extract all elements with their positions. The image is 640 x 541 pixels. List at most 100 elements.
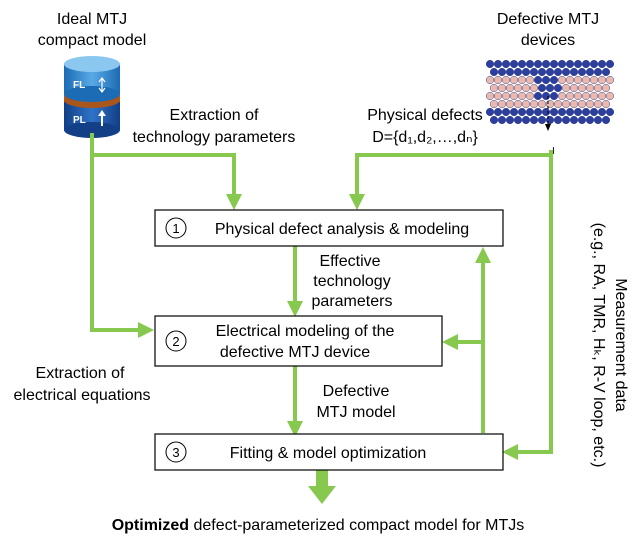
lattice-atom [578, 115, 587, 124]
lattice-atom [602, 99, 611, 108]
lattice-atom [562, 99, 571, 108]
lattice-atom [502, 60, 511, 69]
lattice-atom [570, 99, 579, 108]
svg-text:Measurement data: Measurement data [612, 278, 629, 412]
svg-text:compact model: compact model [38, 32, 147, 49]
lattice-atom [518, 91, 527, 100]
lattice-atom [534, 91, 543, 100]
lattice-atom [510, 107, 519, 116]
lattice-atom [538, 99, 547, 108]
box-fitting-optimization: 3 Fitting & model optimization [154, 433, 504, 471]
lattice-atom [574, 91, 583, 100]
lattice-atom [550, 91, 559, 100]
lattice-atom [554, 67, 563, 76]
lattice-atom [502, 75, 511, 84]
lattice-atom [522, 99, 531, 108]
lattice-atom [510, 60, 519, 69]
lattice-atom [490, 83, 499, 92]
lattice-atom [510, 91, 519, 100]
ideal-mtj-title: Ideal MTJ compact model [38, 11, 147, 49]
lattice-atom [514, 83, 523, 92]
effective-params-label: Effective technology parameters [312, 253, 393, 310]
svg-text:electrical equations: electrical equations [14, 387, 151, 404]
lattice-atom [550, 107, 559, 116]
lattice-atom [594, 115, 603, 124]
lattice-atom [574, 60, 583, 69]
lattice-atom [562, 83, 571, 92]
lattice-atom [606, 60, 615, 69]
lattice-atom [534, 60, 543, 69]
lattice-atom [582, 107, 591, 116]
lattice-atom [502, 91, 511, 100]
svg-text:technology: technology [313, 273, 390, 290]
measurement-data-label: Measurement data (e.g., RA, TMR, Hₖ, R-V… [590, 223, 629, 468]
lattice-atom [506, 99, 515, 108]
lattice-atom [586, 115, 595, 124]
lattice-atom [554, 99, 563, 108]
lattice-atom [606, 91, 615, 100]
lattice-atom [518, 75, 527, 84]
lattice-atom [498, 115, 507, 124]
svg-text:Physical defects: Physical defects [367, 107, 483, 124]
lattice-atom [550, 75, 559, 84]
lattice-atom [598, 75, 607, 84]
lattice-atom [566, 91, 575, 100]
lattice-atom [582, 75, 591, 84]
svg-text:Extraction of: Extraction of [36, 365, 125, 382]
lattice-atom [558, 107, 567, 116]
lattice-atom [570, 67, 579, 76]
lattice-atom [526, 91, 535, 100]
fl-label: FL [73, 80, 85, 91]
lattice-atom [546, 83, 555, 92]
lattice-atom [606, 75, 615, 84]
lattice-atom [506, 115, 515, 124]
output-arrow [308, 470, 336, 504]
svg-text:Ideal MTJ: Ideal MTJ [57, 11, 127, 28]
svg-text:Defective MTJ: Defective MTJ [497, 11, 599, 28]
current-arrow: I [545, 96, 555, 157]
lattice-atom [522, 83, 531, 92]
svg-text:Effective: Effective [319, 253, 380, 270]
lattice-atom [562, 67, 571, 76]
lattice-atom [522, 115, 531, 124]
lattice-atom [574, 75, 583, 84]
lattice-atom [526, 75, 535, 84]
lattice-atom [558, 75, 567, 84]
lattice-atom [590, 91, 599, 100]
lattice-atom [490, 115, 499, 124]
lattice-atom [566, 75, 575, 84]
lattice-atom [534, 107, 543, 116]
svg-text:MTJ model: MTJ model [316, 404, 395, 421]
svg-text:Defective: Defective [323, 383, 390, 400]
lattice-atom [586, 67, 595, 76]
lattice-atom [534, 75, 543, 84]
lattice-atom [542, 75, 551, 84]
lattice-atom [542, 107, 551, 116]
lattice-atom [514, 99, 523, 108]
box-title: Electrical modeling of the [216, 323, 395, 340]
lattice-atom [546, 99, 555, 108]
lattice-atom [514, 115, 523, 124]
box-subtitle: defective MTJ device [220, 344, 370, 361]
lattice-atom [522, 67, 531, 76]
flow-arrows [90, 133, 553, 460]
lattice-atom [562, 115, 571, 124]
lattice-atom [594, 99, 603, 108]
lattice-atom [578, 83, 587, 92]
lattice-atom [506, 67, 515, 76]
current-label: I [552, 146, 555, 157]
physical-defects-label: Physical defects D={d₁,d₂,…,dₙ} [367, 107, 483, 146]
lattice-atom [486, 75, 495, 84]
lattice-atom [570, 83, 579, 92]
lattice-atom [546, 67, 555, 76]
lattice-atom [518, 60, 527, 69]
extraction-tech-label: Extraction of technology parameters [133, 107, 296, 146]
lattice-atom [538, 83, 547, 92]
lattice-atom [498, 83, 507, 92]
lattice-atom [486, 91, 495, 100]
defective-lattice-icon [486, 60, 615, 124]
svg-text:D={d₁,d₂,…,dₙ}: D={d₁,d₂,…,dₙ} [372, 129, 478, 146]
lattice-atom [594, 83, 603, 92]
lattice-atom [598, 91, 607, 100]
